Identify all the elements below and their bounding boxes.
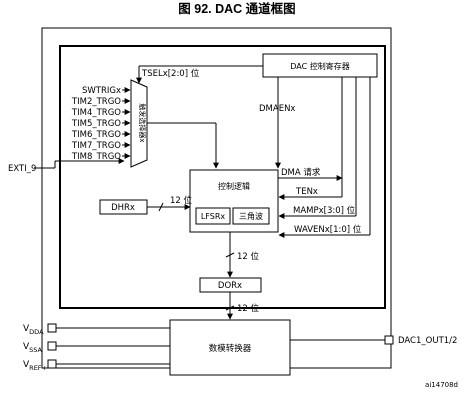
dac-output-pin (384, 335, 394, 345)
dor-label: DORx (218, 281, 242, 291)
tsel-label: TSELx[2:0] 位 (141, 68, 200, 79)
wave-label: WAVENx[1:0] 位 (294, 224, 362, 235)
logic-dor-bus-slash (225, 252, 235, 258)
vref-label-main: V (23, 360, 30, 370)
dor-in-bits-label: 12 位 (237, 251, 260, 262)
vssa-label-sub: SSA (29, 346, 42, 354)
triangle-label: 三角波 (239, 211, 263, 221)
trigger-tim5: TIM5_TRGO (71, 119, 121, 129)
lfsr-label: LFSRx (201, 212, 226, 221)
dac-output-label: DAC1_OUT1/2 (398, 336, 457, 346)
dor-out-bits-label: 12 位 (237, 303, 260, 314)
dac-converter-block (169, 319, 291, 376)
trigger-tim7: TIM7_TRGO (71, 141, 121, 151)
digital-block-frame (59, 45, 386, 309)
trigger-selector-label: 触发选择器x (138, 103, 147, 142)
vref-pin (47, 359, 57, 369)
vdda-label: VDDA (23, 324, 44, 336)
trigger-tim4: TIM4_TRGO (71, 108, 121, 118)
vssa-label-main: V (23, 342, 30, 352)
trigger-selector-mux (130, 79, 148, 168)
trigger-tim6: TIM6_TRGO (71, 130, 121, 140)
dhr-label: DHRx (111, 203, 135, 213)
dhr-bus-slash (158, 202, 164, 212)
dma-request-label: DMA 请求 (281, 167, 321, 178)
vssa-pin (47, 341, 57, 351)
dac-converter-label: 数模转换器 (209, 343, 252, 354)
vref-label-sub: REF+ (29, 364, 47, 372)
trigger-tim2: TIM2_TRGO (71, 97, 121, 107)
vdda-label-main: V (23, 324, 30, 334)
dhr-bits-label: 12 位 (170, 195, 193, 206)
exti-label: EXTI_9 (8, 164, 36, 174)
lfsr-block (195, 207, 231, 225)
vssa-label: VSSA (23, 342, 43, 354)
vdda-label-sub: DDA (29, 328, 44, 336)
dor-dac-bus-slash (225, 305, 235, 311)
ten-label: TENx (295, 187, 318, 197)
trigger-tim8: TIM8_TRGO (71, 152, 121, 162)
vref-label: VREF+ (23, 360, 47, 372)
control-register-label: DAC 控制寄存器 (290, 61, 349, 71)
figure-id: ai14708d (425, 381, 458, 389)
control-logic-label: 控制逻辑 (218, 181, 250, 191)
trigger-swtrig: SWTRIGx (82, 86, 121, 96)
figure-title: 图 92. DAC 通道框图 (178, 1, 295, 16)
vdda-pin (47, 323, 57, 333)
mamp-label: MAMPx[3:0] 位 (293, 205, 356, 216)
dmaen-label: DMAENx (259, 104, 295, 114)
triangle-block (232, 207, 270, 225)
